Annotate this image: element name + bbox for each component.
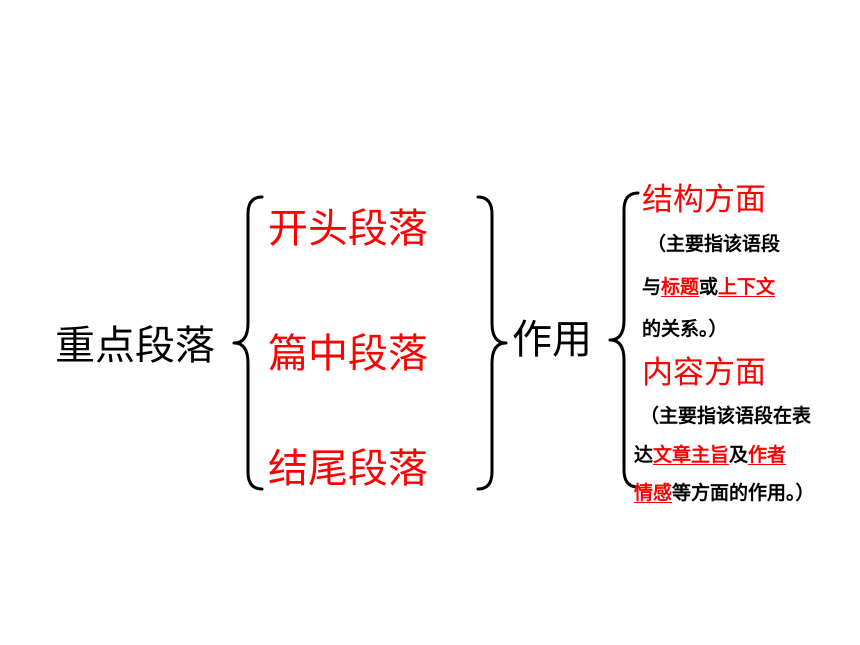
structure-line2-prefix: 与 (642, 276, 662, 298)
function-label: 作用 (512, 317, 592, 363)
right-brace (476, 195, 508, 491)
keyword-main-idea: 文章主旨 (653, 444, 730, 466)
aspect-brace (608, 191, 640, 489)
keyword-title: 标题 (661, 276, 700, 298)
content-line2-prefix: 达 (634, 444, 654, 466)
structure-line2-mid: 或 (699, 276, 719, 298)
keyword-author: 作者 (748, 444, 787, 466)
root-label: 重点段落 (55, 323, 215, 369)
content-line2-mid: 及 (729, 444, 749, 466)
structure-aspect-line-1: （主要指该语段 (647, 233, 781, 255)
structure-aspect-line-3: 的关系。） (642, 318, 728, 340)
content-line3-rest: 等方面的作用。） (672, 482, 815, 504)
content-aspect-line-2: 达文章主旨及作者 (634, 446, 786, 465)
left-brace (232, 195, 264, 491)
content-aspect-title: 内容方面 (642, 355, 766, 391)
structure-aspect-line-2: 与标题或上下文 (642, 278, 775, 297)
keyword-emotion: 情感 (634, 482, 673, 504)
paragraph-opening: 开头段落 (268, 206, 428, 252)
content-aspect-line-1: （主要指该语段在表 (640, 405, 812, 427)
paragraph-middle: 篇中段落 (268, 331, 428, 377)
paragraph-ending: 结尾段落 (268, 446, 428, 492)
structure-aspect-title: 结构方面 (642, 182, 766, 218)
keyword-context: 上下文 (718, 276, 776, 298)
content-aspect-line-3: 情感等方面的作用。） (634, 484, 815, 503)
